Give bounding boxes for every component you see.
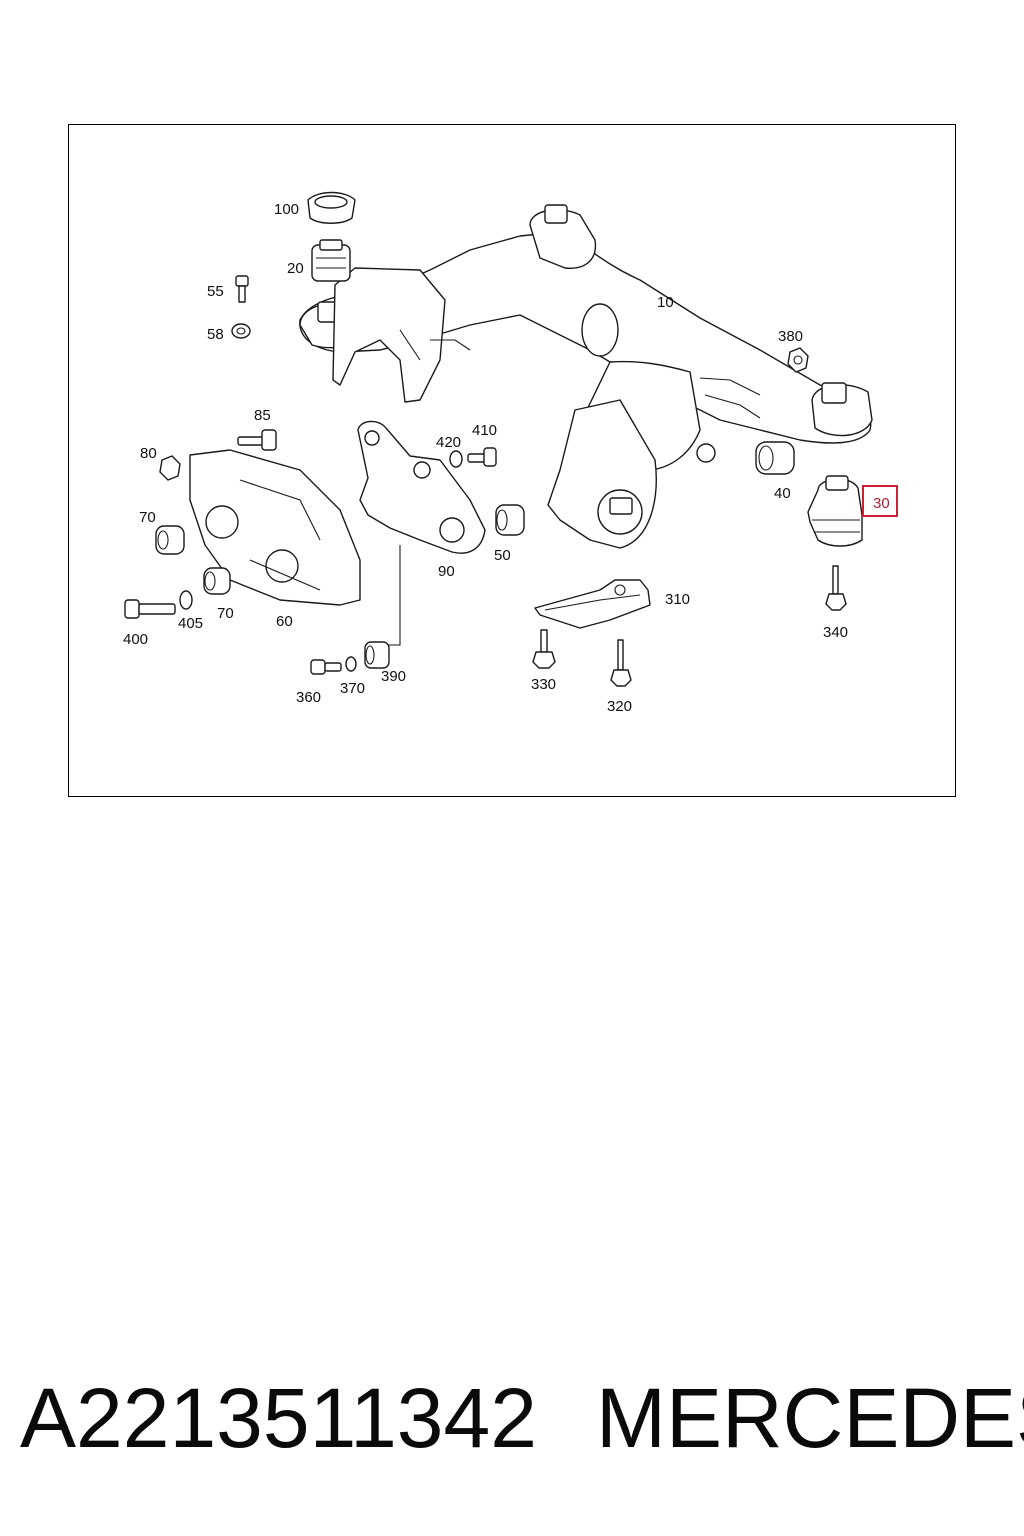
bolt-360 <box>310 659 342 675</box>
highlight-box-30 <box>862 485 898 517</box>
bushing-cap-100 <box>307 191 356 224</box>
callout-58: 58 <box>207 326 224 343</box>
bushing-70-upper <box>155 525 185 555</box>
bolt-410 <box>467 447 497 467</box>
bolt-400 <box>124 599 176 619</box>
callout-405: 405 <box>178 615 203 632</box>
washer-405 <box>179 590 193 610</box>
callout-60: 60 <box>276 613 293 630</box>
callout-410: 410 <box>472 422 497 439</box>
callout-330: 330 <box>531 676 556 693</box>
washer-420 <box>449 450 463 468</box>
callout-20: 20 <box>287 260 304 277</box>
part-footer: A2213511342 MERCEDES <box>0 1368 1024 1478</box>
callout-310: 310 <box>665 591 690 608</box>
callout-55: 55 <box>207 283 224 300</box>
bracket-90 <box>357 420 486 646</box>
callout-10: 10 <box>657 294 674 311</box>
brand-name: MERCEDES <box>596 1371 1024 1465</box>
carrier-plate-60 <box>189 449 361 606</box>
part-number: A2213511342 <box>20 1371 537 1465</box>
callout-70-lower: 70 <box>217 605 234 622</box>
washer-370 <box>345 656 357 672</box>
callout-90: 90 <box>438 563 455 580</box>
screw-320 <box>610 639 632 687</box>
bolt-340 <box>825 565 847 611</box>
callout-400: 400 <box>123 631 148 648</box>
bushing-50 <box>495 504 525 536</box>
callout-340: 340 <box>823 624 848 641</box>
callout-420: 420 <box>436 434 461 451</box>
callout-30: 30 <box>873 495 890 512</box>
bracket-310 <box>534 579 651 629</box>
callout-50: 50 <box>494 547 511 564</box>
bolt-85 <box>237 429 277 451</box>
bolt-55 <box>235 275 249 303</box>
bushing-20 <box>311 239 351 282</box>
callout-40: 40 <box>774 485 791 502</box>
callout-100: 100 <box>274 201 299 218</box>
bolt-330 <box>532 629 556 669</box>
subframe-part <box>299 204 873 549</box>
callout-80: 80 <box>140 445 157 462</box>
bushing-390 <box>364 641 390 669</box>
callout-390: 390 <box>381 668 406 685</box>
nut-380 <box>787 347 809 373</box>
nut-80 <box>159 455 181 481</box>
callout-70-upper: 70 <box>139 509 156 526</box>
callout-370: 370 <box>340 680 365 697</box>
callout-320: 320 <box>607 698 632 715</box>
bushing-40 <box>755 441 795 475</box>
callout-380: 380 <box>778 328 803 345</box>
bushing-70-lower <box>203 567 231 595</box>
callout-85: 85 <box>254 407 271 424</box>
callout-360: 360 <box>296 689 321 706</box>
nut-58 <box>231 323 251 339</box>
mount-30 <box>807 475 863 547</box>
